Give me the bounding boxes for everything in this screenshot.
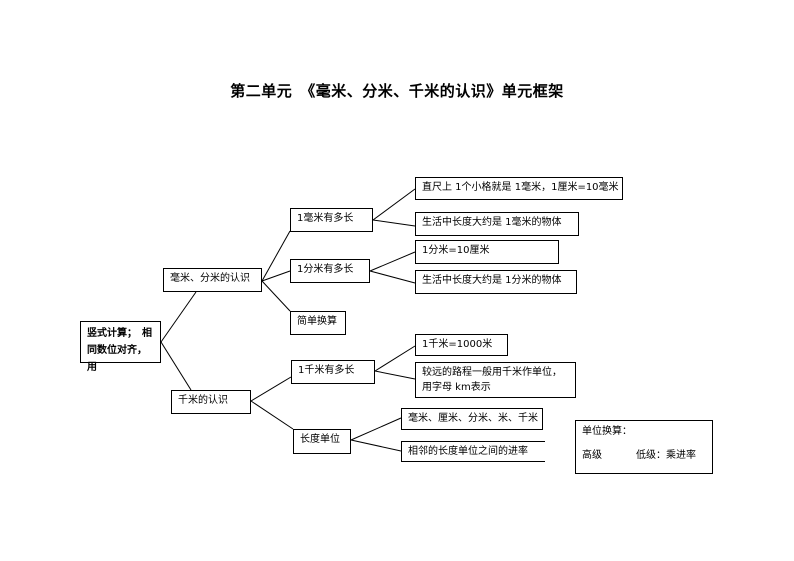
node-mm-object: 生活中长度大约是 1毫米的物体 [415,212,579,236]
connector-mm-dm-convert [261,280,291,312]
connector-dm-object [369,270,416,284]
connector-km-kmlong [250,376,292,402]
node-simple-convert: 简单换算 [290,311,346,335]
connector-root-km [160,341,192,391]
node-km-how-long: 1千米有多长 [291,360,375,384]
connector-units-list [350,417,402,441]
node-mm-how-long: 1毫米有多长 [290,208,373,232]
node-km-fact: 1千米=1000米 [415,334,508,356]
node-ruler-fact: 直尺上 1个小格就是 1毫米，1厘米=10毫米 [415,177,623,200]
connector-mm-dm-mm [261,230,291,282]
conversion-high: 高级 [582,450,602,461]
diagram-title: 第二单元 《毫米、分米、千米的认识》单元框架 [230,82,564,100]
node-km: 千米的认识 [171,390,251,414]
node-km-usage: 较远的路程一般用千米作单位，用字母 km表示 [415,362,576,398]
connector-mm-object [372,219,416,227]
connector-dm-fact [369,251,416,272]
node-dm-object: 生活中长度大约是 1分米的物体 [415,270,577,294]
connector-km-usage [374,370,416,380]
node-adjacent-rate: 相邻的长度单位之间的进率 [401,441,545,462]
conversion-note: 单位换算： 高级 低级：乘进率 [575,420,713,474]
node-dm-fact: 1分米=10厘米 [415,240,559,264]
connector-km-fact [374,345,416,372]
connector-mm-ruler [372,188,416,221]
node-mm-dm: 毫米、分米的认识 [163,268,262,292]
connector-root-mm-dm [160,291,197,343]
connector-mm-dm-dm [261,270,291,282]
node-root: 竖式计算； 相同数位对齐，用 [80,321,161,373]
node-dm-how-long: 1分米有多长 [290,259,370,283]
conversion-low: 低级：乘进率 [636,450,696,461]
connector-km-units [250,400,294,430]
conversion-heading: 单位换算： [582,426,632,437]
connector-units-rate [350,439,402,452]
node-unit-list: 毫米、厘米、分米、米、千米 [401,408,543,430]
node-length-units: 长度单位 [293,429,351,454]
